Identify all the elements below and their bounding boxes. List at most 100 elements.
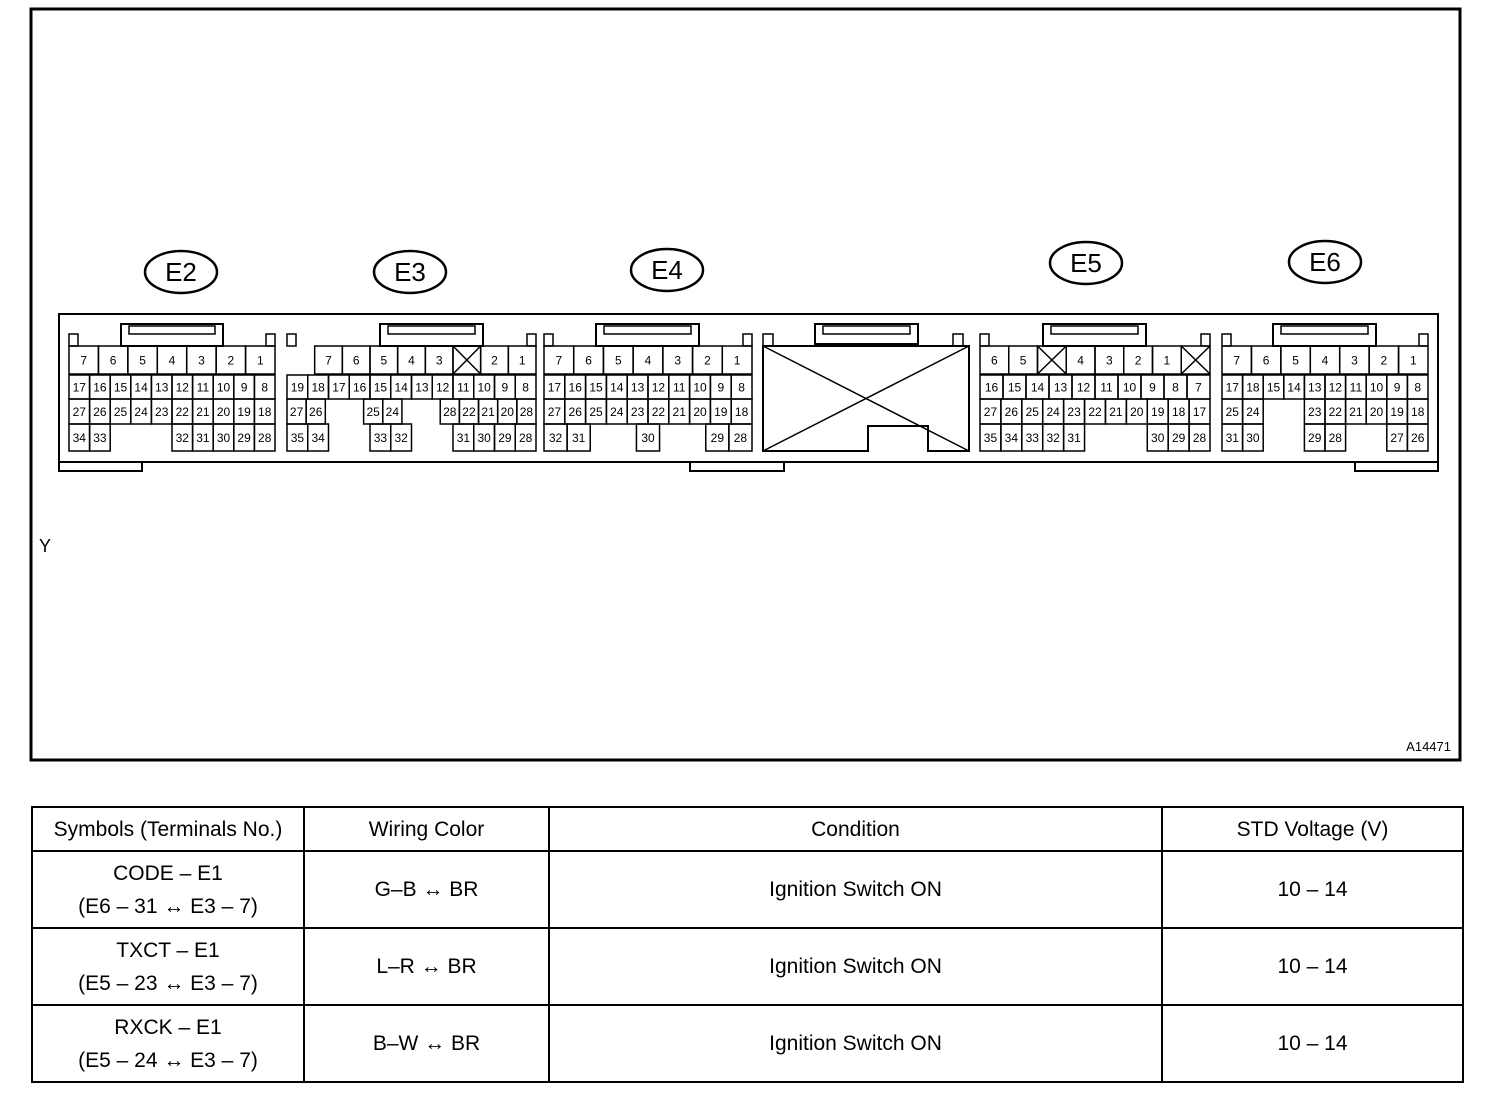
terminal-pin: 28 [514, 423, 537, 452]
pin-number: 4 [169, 354, 176, 368]
terminal-pin: 28 [439, 398, 461, 425]
pin-number: 15 [1008, 381, 1022, 395]
pin-number: 17 [548, 381, 562, 395]
pin-number: 26 [1005, 405, 1019, 419]
pin-number: 30 [477, 431, 491, 445]
pin-number: 7 [1195, 381, 1202, 395]
pin-number: 4 [1077, 354, 1084, 368]
terminal-numbers: (E6 – 31 ↔ E3 – 7) [78, 894, 258, 918]
pin-number: 25 [589, 405, 603, 419]
pin-number: 14 [394, 381, 408, 395]
pin-number: 3 [198, 354, 205, 368]
connector-label-e6: E6 [1287, 239, 1363, 285]
terminal-pin: 32 [543, 423, 568, 452]
pin-number: 16 [985, 381, 999, 395]
terminal-pin: 4 [1309, 345, 1341, 375]
pin-number: 15 [374, 381, 388, 395]
symbol-cell: RXCK – E1 (E5 – 24 ↔ E3 – 7) [31, 1004, 305, 1083]
pin-number: 13 [1054, 381, 1068, 395]
terminal-pin: 22 [647, 398, 670, 425]
pin-number: 32 [176, 431, 190, 445]
table-row: TXCT – E1 (E5 – 23 ↔ E3 – 7) L–R ↔ BR Ig… [31, 927, 1464, 1006]
pin-number: 15 [1267, 381, 1281, 395]
terminal-pin: 7 [543, 345, 575, 375]
terminal-pin: 2 [1123, 345, 1154, 375]
terminal-pin: 9 [493, 374, 516, 400]
pin-number: 11 [197, 381, 210, 395]
pin-number: 2 [1381, 354, 1388, 368]
wiring-color-cell: L–R ↔ BR [303, 927, 550, 1006]
terminal-pin: 33 [88, 423, 111, 452]
pin-number: 31 [457, 431, 471, 445]
connector-label-e3: E3 [372, 249, 448, 295]
header-std-voltage: STD Voltage (V) [1161, 806, 1464, 852]
terminal-pin: 10 [473, 374, 496, 400]
table-row: RXCK – E1 (E5 – 24 ↔ E3 – 7) B–W ↔ BR Ig… [31, 1004, 1464, 1083]
pin-number: 24 [610, 405, 624, 419]
connector-label-e2: E2 [143, 249, 219, 295]
pin-number: 14 [1031, 381, 1045, 395]
terminal-pin: 13 [1048, 374, 1073, 400]
pin-number: 17 [332, 381, 346, 395]
pin-number: 4 [645, 354, 652, 368]
pin-number: 1 [257, 354, 264, 368]
terminal-pin: 22 [458, 398, 480, 425]
pin-number: 13 [415, 381, 429, 395]
terminal-pin: 15 [109, 374, 132, 400]
terminal-pin: 29 [493, 423, 516, 452]
terminal-pin: 12 [1071, 374, 1096, 400]
symbol-name: RXCK – E1 [114, 1015, 222, 1039]
pin-number: 22 [462, 405, 476, 419]
pin-number: 33 [1026, 431, 1040, 445]
terminal-pin: 17 [543, 374, 566, 400]
pin-number: 9 [1149, 381, 1156, 395]
connector-name: E5 [1070, 248, 1102, 278]
terminal-pin: 15 [369, 374, 392, 400]
pin-number: 7 [556, 354, 563, 368]
voltage-cell: 10 – 14 [1161, 850, 1464, 929]
terminal-numbers: (E5 – 23 ↔ E3 – 7) [78, 971, 258, 995]
terminal-pin: 18 [253, 398, 276, 425]
terminal-pin: 25 [109, 398, 132, 425]
symbol-name: CODE – E1 [113, 861, 223, 885]
diagram-frame [29, 7, 1462, 762]
terminal-pin: 33 [1021, 423, 1044, 452]
terminal-pin: 28 [253, 423, 276, 452]
pin-number: 14 [1287, 381, 1301, 395]
figure-id: A14471 [1406, 739, 1451, 754]
terminal-pin: 23 [1303, 398, 1326, 425]
terminal-pin: 27 [1386, 423, 1409, 452]
terminal-pin: 19 [709, 398, 732, 425]
terminal-pin: 34 [1000, 423, 1023, 452]
pin-number: 24 [1047, 405, 1061, 419]
terminal-pin: 27 [286, 398, 307, 425]
pin-number: 32 [394, 431, 408, 445]
terminal-pin: 19 [1386, 398, 1409, 425]
pin-number: 28 [519, 431, 533, 445]
pin-number: 2 [491, 354, 498, 368]
pin-number: 22 [176, 405, 190, 419]
terminal-pin: 2 [1368, 345, 1400, 375]
terminal-pin: 8 [253, 374, 276, 400]
pin-number: 11 [1350, 381, 1363, 395]
pin-number: 4 [1322, 354, 1329, 368]
pin-number: 23 [1067, 405, 1081, 419]
terminal-pin: 22 [1083, 398, 1107, 425]
pin-number: 18 [1172, 405, 1186, 419]
pin-number: 10 [217, 381, 231, 395]
terminal-pin: 6 [1250, 345, 1282, 375]
terminal-pin: 21 [1344, 398, 1367, 425]
connector-name: E6 [1309, 247, 1341, 277]
terminal-pin: 13 [626, 374, 649, 400]
pin-number: 2 [1135, 354, 1142, 368]
pin-number: 29 [237, 431, 251, 445]
terminal-pin [1036, 345, 1067, 375]
header-wiring-color: Wiring Color [303, 806, 550, 852]
terminal-pin: 16 [564, 374, 587, 400]
pin-number: 18 [1246, 381, 1260, 395]
pin-number: 31 [1067, 431, 1081, 445]
pin-number: 8 [738, 381, 745, 395]
pin-number: 11 [1100, 381, 1113, 395]
terminal-pin: 25 [1221, 398, 1244, 425]
pin-number: 5 [139, 354, 146, 368]
